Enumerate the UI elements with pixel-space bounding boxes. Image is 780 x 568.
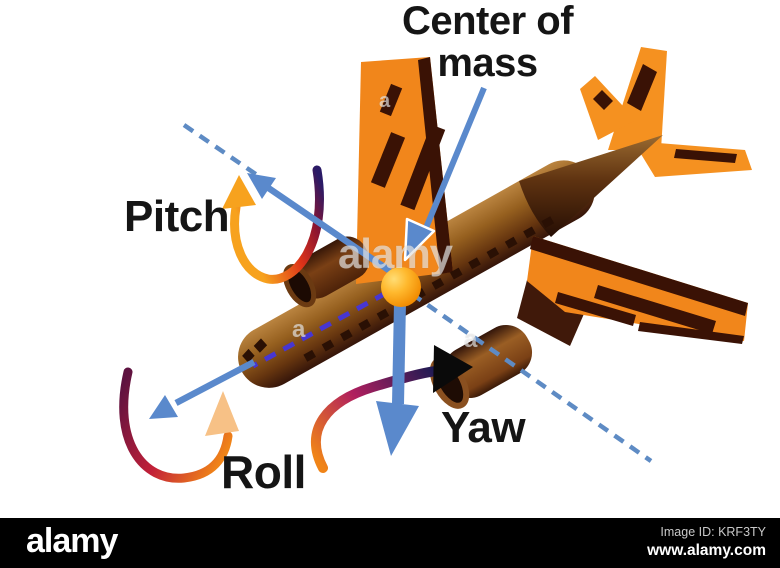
yaw-axis-arrow — [376, 301, 419, 456]
label-roll: Roll — [221, 446, 306, 498]
near-wing-trailing-edge — [638, 322, 744, 344]
title-center-of-mass: Center of mass — [401, 0, 574, 85]
tail — [519, 47, 752, 237]
far-wing-stripe — [379, 83, 403, 117]
airplane — [238, 47, 752, 409]
alamy-url: www.alamy.com — [647, 541, 766, 559]
near-wing — [517, 236, 748, 346]
yaw-arc-arrowhead — [433, 345, 473, 393]
right-stab-stripe — [674, 149, 737, 163]
near-wing-stripe — [555, 292, 636, 326]
flight-axes-diagram — [119, 47, 752, 483]
label-yaw: Yaw — [441, 403, 526, 452]
roll-rotation-arrow — [119, 367, 239, 483]
near-wing-leading-edge — [530, 236, 748, 316]
roll-arc-arrowhead — [205, 391, 239, 436]
pitch-arc-arrowhead — [222, 175, 256, 209]
pitch-axis-dashed-line-right — [410, 292, 653, 463]
fuselage-windows — [303, 216, 555, 362]
near-wing-stripe — [594, 285, 716, 334]
left-stabilizer — [580, 76, 636, 140]
alamy-logo: alamy — [26, 522, 118, 560]
far-wing-stripe — [400, 124, 446, 211]
tail-cone — [519, 135, 663, 237]
yaw-rotation-arrow — [310, 345, 473, 473]
image-id: Image ID: KRF3TY — [660, 525, 766, 540]
label-pitch: Pitch — [124, 192, 230, 241]
roll-axis-arrow — [149, 359, 256, 419]
pitch-axis-dashed-line — [182, 123, 259, 177]
far-wing-stripe — [370, 132, 406, 188]
roll-axis-dashed-line — [251, 290, 388, 369]
cockpit-windows — [242, 338, 268, 363]
pitch-axis-arrow — [247, 173, 392, 274]
far-wing-edge-stripe — [418, 57, 453, 274]
left-stab-stripe — [593, 90, 613, 110]
alamy-footer-bar: alamy Image ID: KRF3TY www.alamy.com — [0, 518, 780, 568]
image-meta: Image ID: KRF3TY www.alamy.com — [647, 524, 766, 562]
center-of-mass-pointer-arrow — [403, 86, 487, 262]
fin-stripe — [627, 64, 657, 111]
center-of-mass-ball — [381, 267, 421, 307]
